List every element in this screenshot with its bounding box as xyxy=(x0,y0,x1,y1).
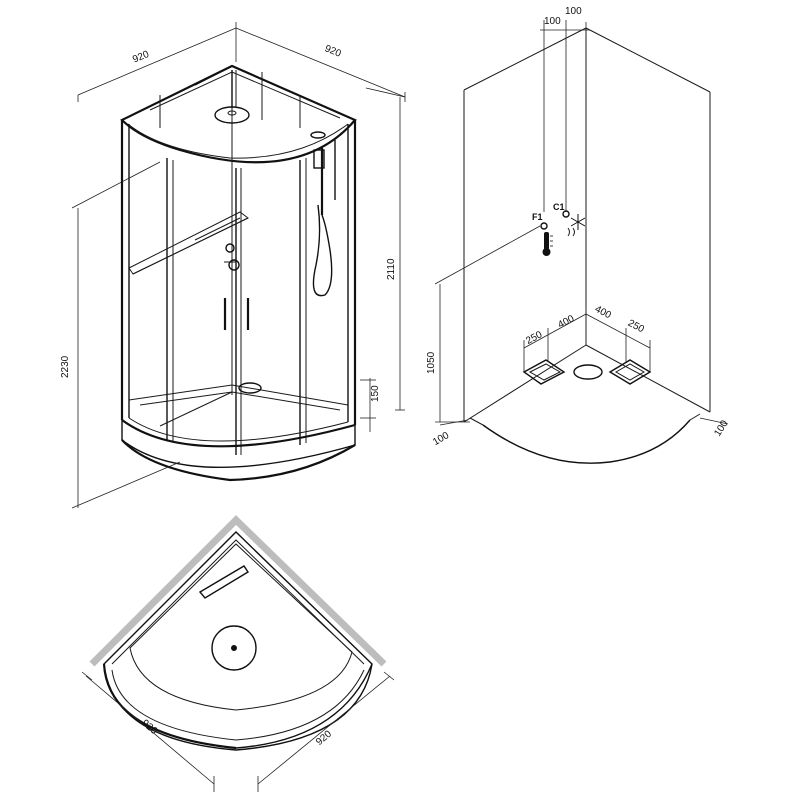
plan-dimensions xyxy=(81,671,395,792)
top-dimension-lines xyxy=(77,22,406,102)
offset-2-label: 100 xyxy=(565,6,582,17)
floor-400-left-label: 400 xyxy=(556,313,576,331)
supply-c1: C1 xyxy=(553,202,570,218)
diverter-knob xyxy=(225,243,235,253)
height-enclosure-label: 2110 xyxy=(386,258,397,280)
height-1050-label: 1050 xyxy=(426,351,437,374)
floor-dimensions xyxy=(523,306,651,372)
plan-walls xyxy=(89,515,387,667)
tray-height-dimension xyxy=(360,378,376,432)
right-height-dimension xyxy=(365,87,406,411)
plan-view: 920 920 xyxy=(81,515,395,792)
top-width-right-label: 920 xyxy=(323,43,343,60)
left-height-dimension xyxy=(71,161,181,509)
enclosure-frame xyxy=(120,64,357,455)
top-width-left-label: 920 xyxy=(131,49,151,66)
f1-label: F1 xyxy=(532,212,543,222)
plan-width-left-label: 920 xyxy=(139,718,159,737)
wall-offset-left-label: 100 xyxy=(431,430,451,448)
rain-shower-head xyxy=(194,67,250,124)
height-total-label: 2230 xyxy=(60,355,71,378)
hand-shower xyxy=(310,131,336,297)
snowflake-icon xyxy=(570,214,586,230)
height-1050-dimension xyxy=(434,225,541,423)
c1-label: C1 xyxy=(553,202,565,212)
perspective-view: 920 920 xyxy=(60,22,406,509)
thermometer-icon xyxy=(542,232,553,256)
shower-tray xyxy=(121,382,356,482)
wall-offset-dimensions xyxy=(439,417,729,426)
tray-height-label: 150 xyxy=(370,385,381,402)
offset-1-label: 100 xyxy=(544,16,561,27)
floor-tray-outline xyxy=(482,419,691,464)
floor-250-right-label: 250 xyxy=(626,318,646,336)
tray-drain xyxy=(238,382,262,394)
floor-drain xyxy=(573,364,603,380)
shelf-and-controls xyxy=(128,211,249,275)
plumbing-view: 100 100 F1 C1 xyxy=(426,6,731,464)
top-offset-dimensions xyxy=(540,20,590,212)
supply-f1: F1 xyxy=(532,212,548,230)
corner-walls xyxy=(463,27,711,423)
mixer-knob xyxy=(228,259,240,271)
floor-250-left-label: 250 xyxy=(524,329,544,347)
plan-drain xyxy=(211,625,257,671)
